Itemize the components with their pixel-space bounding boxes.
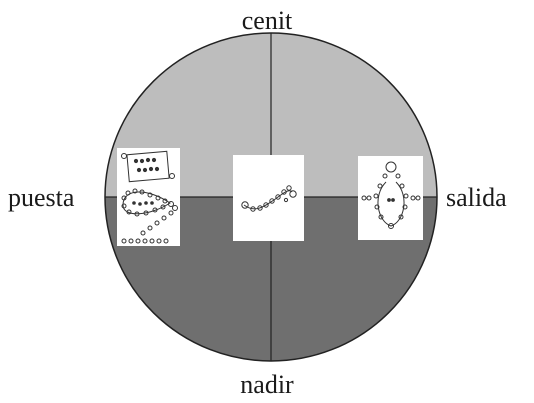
card-center [233, 155, 304, 241]
rows-of-beads-icon [121, 150, 178, 244]
label-cenit: cenit [241, 6, 293, 35]
card-right [358, 156, 423, 240]
curved-bead-chain-icon [241, 185, 297, 212]
label-nadir: nadir [240, 370, 294, 399]
loop-figure-icon [361, 161, 421, 229]
label-salida: salida [446, 183, 507, 212]
card-left [117, 148, 180, 246]
label-puesta: puesta [8, 183, 75, 212]
